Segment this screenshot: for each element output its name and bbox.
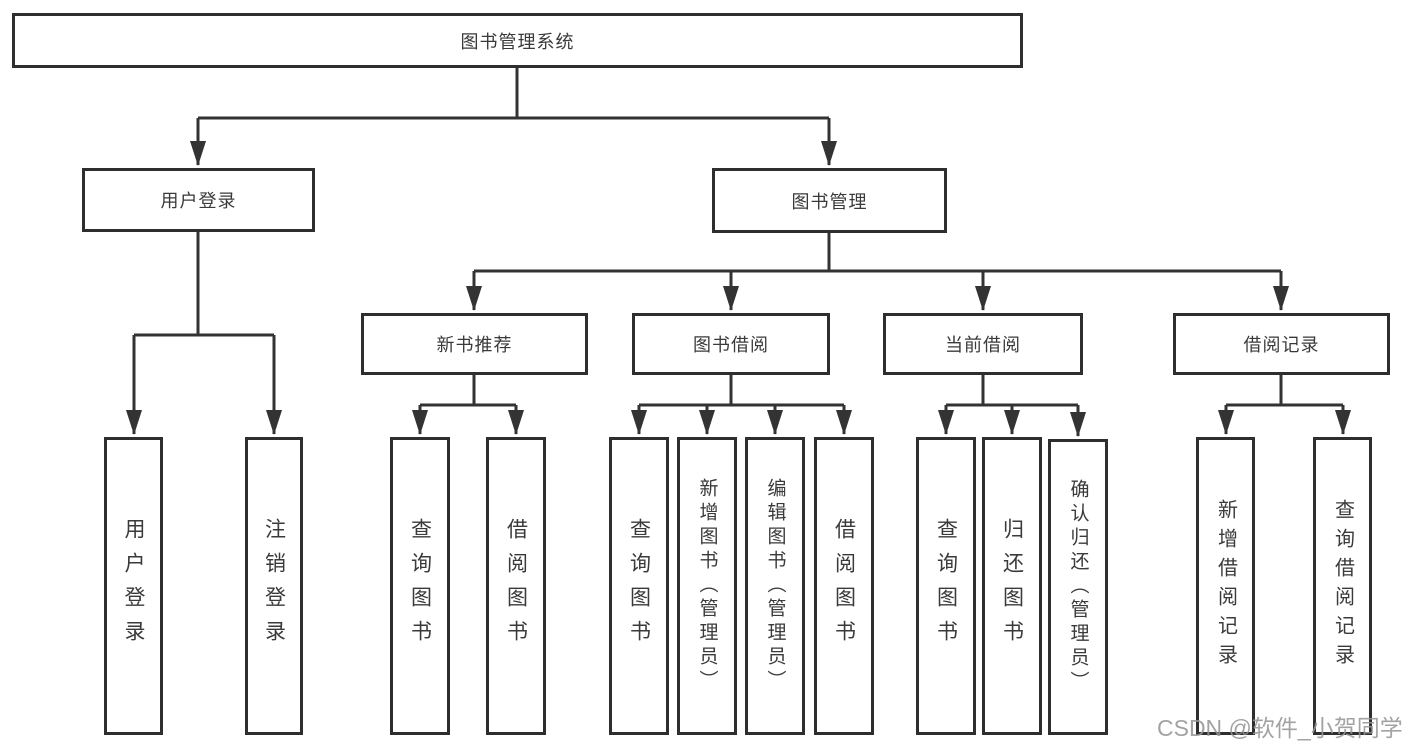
leaf-query-books-borrowing: 查询图书 [609,437,669,735]
leaf-add-book-admin: 新增图书（管理员） [677,437,737,735]
leaf-edit-book-admin: 编辑图书（管理员） [745,437,805,735]
node-book-borrowing: 图书借阅 [632,313,830,375]
watermark-text: CSDN @软件_小贺同学 [1157,715,1403,741]
leaf-query-borrow-record: 查询借阅记录 [1313,437,1372,735]
leaf-add-borrow-record: 新增借阅记录 [1196,437,1255,735]
leaf-user-login: 用户登录 [104,437,163,735]
node-current-borrowing: 当前借阅 [883,313,1083,375]
leaf-query-books-recommend: 查询图书 [390,437,450,735]
node-library-management-system: 图书管理系统 [12,13,1023,68]
node-new-book-recommendation: 新书推荐 [361,313,588,375]
node-borrowing-records: 借阅记录 [1173,313,1390,375]
leaf-query-books-current: 查询图书 [916,437,976,735]
leaf-borrow-books-borrowing: 借阅图书 [814,437,874,735]
node-user-login: 用户登录 [82,168,315,232]
leaf-return-books: 归还图书 [982,437,1042,735]
leaf-borrow-books-recommend: 借阅图书 [486,437,546,735]
leaf-logout: 注销登录 [245,437,303,735]
node-book-management: 图书管理 [712,168,947,233]
leaf-confirm-return-admin: 确认归还（管理员） [1048,439,1108,735]
